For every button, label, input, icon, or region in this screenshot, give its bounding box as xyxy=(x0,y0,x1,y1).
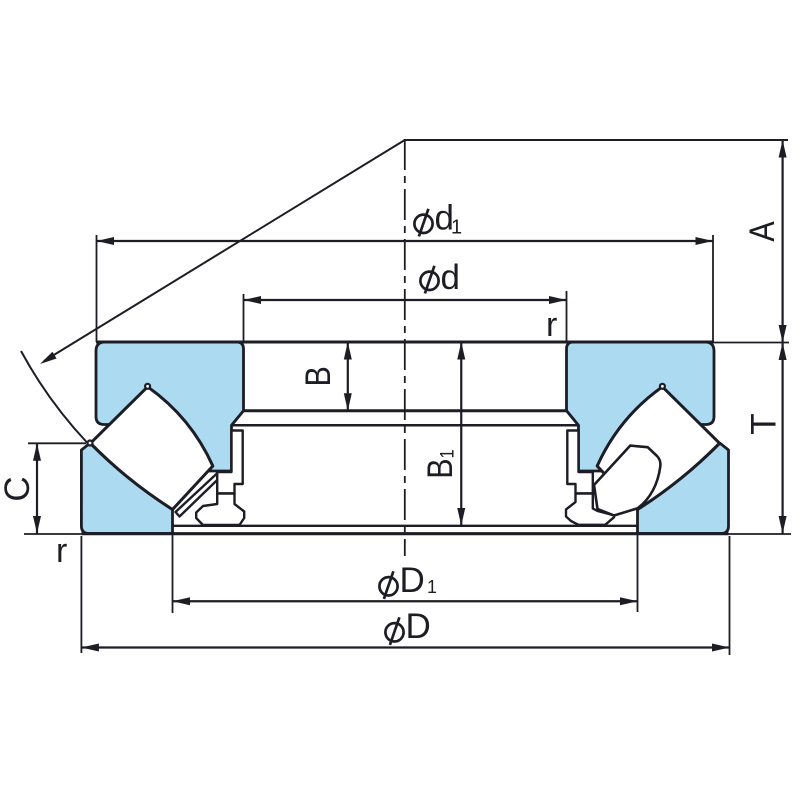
svg-text:d: d xyxy=(441,258,460,297)
svg-text:r: r xyxy=(546,306,557,344)
svg-text:A: A xyxy=(742,221,781,241)
svg-text:D: D xyxy=(400,561,425,600)
svg-text:T: T xyxy=(745,413,784,434)
svg-text:C: C xyxy=(0,476,37,501)
svg-text:D: D xyxy=(406,607,431,646)
svg-text:d: d xyxy=(435,199,454,238)
svg-text:1: 1 xyxy=(427,577,437,597)
svg-text:1: 1 xyxy=(451,217,462,239)
svg-text:r: r xyxy=(56,532,67,570)
svg-text:B: B xyxy=(298,366,337,386)
